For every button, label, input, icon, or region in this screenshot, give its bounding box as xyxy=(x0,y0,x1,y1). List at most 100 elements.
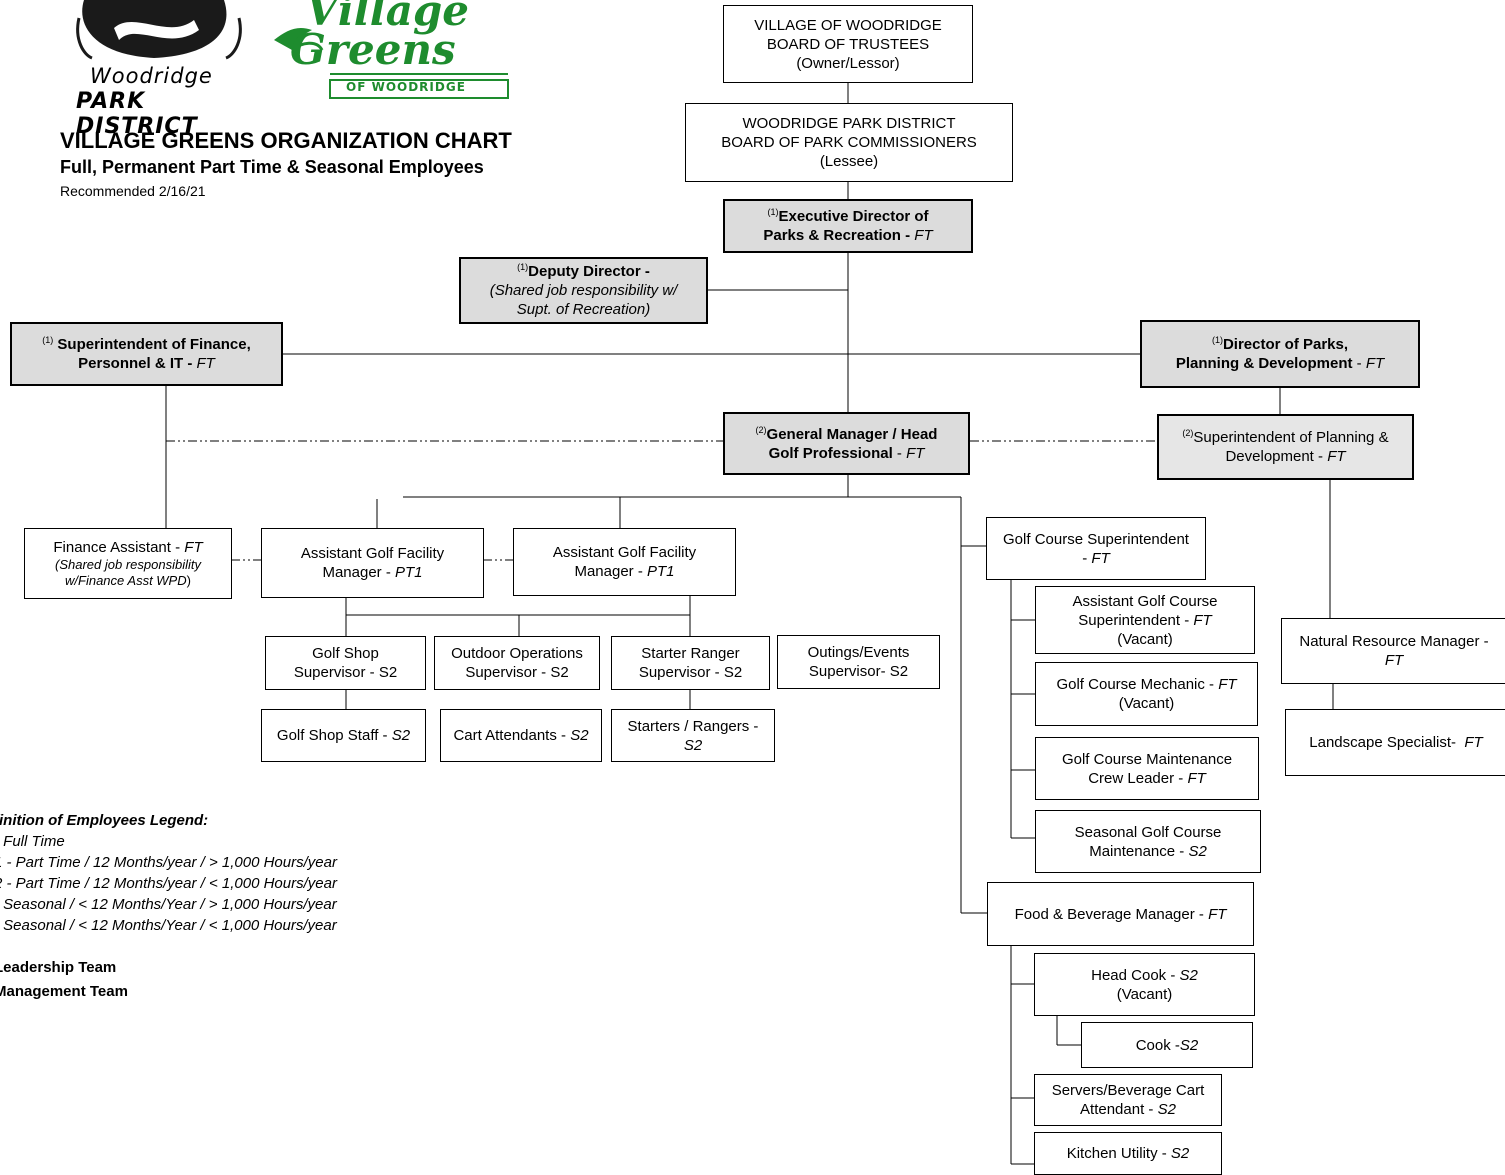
box-line: (Vacant) xyxy=(1118,695,1175,712)
woodridge-park-district-logo: Woodridge PARK DISTRICT xyxy=(74,0,254,139)
legend-item: - Seasonal / < 12 Months/Year / < 1,000 … xyxy=(0,917,337,934)
employee-type: FT xyxy=(1218,676,1237,693)
box-line: Deputy Director - xyxy=(528,263,650,280)
page-subtitle: Full, Permanent Part Time & Seasonal Emp… xyxy=(60,157,484,177)
village-greens-logo: Village Greens OF WOODRIDGE xyxy=(272,0,512,100)
team-legend: Leadership Team Management Team xyxy=(0,956,128,1004)
box-outings-events-supervisor: Outings/Events Supervisor- S2 xyxy=(777,635,940,689)
box-line: Outings/Events xyxy=(807,644,910,661)
box-line: (Vacant) xyxy=(1116,985,1173,1003)
box-line: (Lessee) xyxy=(819,153,879,170)
box-line: Starters / Rangers - xyxy=(627,717,759,735)
employee-type: FT xyxy=(914,227,933,244)
box-line: Manager - xyxy=(574,563,648,580)
box-golf-course-superintendent: Golf Course Superintendent - FT xyxy=(986,517,1206,580)
employee-type: S2 xyxy=(1157,1101,1176,1118)
box-line: Golf Course Maintenance xyxy=(1061,750,1233,768)
employee-type: S2 xyxy=(391,727,411,744)
box-golf-shop-staff: Golf Shop Staff - S2 xyxy=(261,709,426,762)
box-line: Servers/Beverage Cart xyxy=(1051,1082,1205,1099)
employee-type: PT1 xyxy=(647,563,675,580)
box-outdoor-operations-supervisor: Outdoor Operations Supervisor - S2 xyxy=(434,636,600,690)
box-kitchen-utility: Kitchen Utility - S2 xyxy=(1034,1132,1222,1175)
legend-item: - Seasonal / < 12 Months/Year / > 1,000 … xyxy=(0,896,337,913)
box-line: Head Cook - xyxy=(1091,966,1180,984)
box-line: (Owner/Lessor) xyxy=(796,54,900,72)
box-line: Starter Ranger xyxy=(641,645,740,662)
box-seasonal-golf-course-maintenance: Seasonal Golf Course Maintenance - S2 xyxy=(1035,810,1261,873)
box-line: Maintenance - xyxy=(1089,842,1189,860)
box-food-beverage-manager: Food & Beverage Manager - FT xyxy=(987,882,1254,946)
employee-type: S2 xyxy=(1188,842,1207,860)
box-line: Golf Professional xyxy=(768,444,893,462)
employee-type: FT xyxy=(196,355,215,372)
box-park-commissioners: WOODRIDGE PARK DISTRICT BOARD OF PARK CO… xyxy=(685,103,1013,182)
box-line: Attendant - xyxy=(1080,1101,1158,1118)
box-line: (Shared job responsibility xyxy=(55,557,201,572)
box-line: Crew Leader - xyxy=(1088,769,1188,787)
box-line: Director of Parks, xyxy=(1222,336,1349,353)
box-line: Superintendent of Finance, xyxy=(53,336,251,353)
employee-type: S2 xyxy=(1170,1145,1190,1162)
box-line: Golf Course Superintendent xyxy=(1003,530,1189,548)
employee-type: S2 xyxy=(1179,1036,1199,1054)
box-line: ) xyxy=(186,573,191,588)
box-assistant-golf-facility-manager-2: Assistant Golf Facility Manager - PT1 xyxy=(513,528,736,596)
box-cart-attendants: Cart Attendants - S2 xyxy=(440,709,602,762)
box-line: Supervisor - S2 xyxy=(293,664,398,681)
park-district-logo-name: PARK DISTRICT xyxy=(76,89,198,139)
box-line: Outdoor Operations xyxy=(451,645,583,662)
legend-item: 1 - Part Time / 12 Months/year / > 1,000… xyxy=(0,854,337,871)
box-line: - xyxy=(1082,549,1092,567)
park-district-logo-script: Woodridge xyxy=(90,64,213,88)
box-starters-rangers: Starters / Rangers - S2 xyxy=(611,709,775,762)
box-line: Superintendent - xyxy=(1078,611,1194,629)
box-line: Supt. of Recreation) xyxy=(516,301,651,318)
box-golf-shop-supervisor: Golf Shop Supervisor - S2 xyxy=(265,636,426,690)
box-natural-resource-manager: Natural Resource Manager - FT xyxy=(1281,618,1505,684)
box-line: Natural Resource Manager - xyxy=(1299,633,1489,650)
box-line: Assistant Golf Course xyxy=(1072,592,1218,610)
box-line: BOARD OF PARK COMMISSIONERS xyxy=(721,134,977,151)
box-board-of-trustees: VILLAGE OF WOODRIDGE BOARD OF TRUSTEES (… xyxy=(723,5,973,83)
box-line: (Vacant) xyxy=(1117,630,1173,648)
legend-item: - Full Time xyxy=(0,833,65,850)
village-greens-logo-village: Village xyxy=(306,0,470,35)
box-cook: Cook -S2 xyxy=(1081,1022,1253,1068)
box-superintendent-planning: (2)Superintendent of Planning & Developm… xyxy=(1157,414,1414,480)
box-line: Supervisor - S2 xyxy=(465,664,569,681)
employee-type: S2 xyxy=(570,727,589,744)
box-line: Parks & Recreation - xyxy=(763,227,915,244)
page-title: VILLAGE GREENS ORGANIZATION CHART xyxy=(60,128,512,153)
footnote-marker: (1) xyxy=(517,262,529,272)
box-landscape-specialist: Landscape Specialist- FT xyxy=(1285,709,1505,776)
employee-legend: finition of Employees Legend: - Full Tim… xyxy=(0,810,337,936)
box-line: Superintendent of Planning & xyxy=(1193,429,1389,446)
footnote-marker: (2) xyxy=(1182,428,1194,438)
box-line: Supervisor - S2 xyxy=(638,664,743,681)
box-line: Cook - xyxy=(1135,1036,1180,1054)
employee-type: FT xyxy=(1091,549,1110,567)
employee-type: FT xyxy=(1193,611,1212,629)
box-line: Golf Shop xyxy=(312,645,379,662)
box-head-cook: Head Cook - S2 (Vacant) xyxy=(1034,953,1255,1016)
leadership-team-label: Leadership Team xyxy=(0,959,117,976)
village-greens-logo-woodridge: OF WOODRIDGE xyxy=(346,80,466,94)
employee-type: FT xyxy=(1464,734,1483,751)
employee-type: FT xyxy=(906,444,925,462)
box-line: Personnel & IT - xyxy=(78,355,197,372)
box-line: Assistant Golf Facility xyxy=(300,545,445,562)
box-finance-assistant: Finance Assistant - FT (Shared job respo… xyxy=(24,528,232,599)
employee-type: PT1 xyxy=(395,564,423,581)
footnote-marker: (2) xyxy=(755,424,767,435)
box-line: Golf Shop Staff - xyxy=(276,727,392,744)
employee-type: FT xyxy=(1187,769,1206,787)
village-greens-logo-greens: Greens xyxy=(290,25,456,74)
box-line: Manager - xyxy=(322,564,396,581)
employee-type: FT xyxy=(1208,905,1227,923)
box-general-manager: (2)General Manager / Head Golf Professio… xyxy=(723,412,970,475)
box-line: Cart Attendants - xyxy=(453,727,571,744)
employee-type: FT xyxy=(1327,448,1346,465)
box-executive-director: (1)Executive Director of Parks & Recreat… xyxy=(723,199,973,253)
